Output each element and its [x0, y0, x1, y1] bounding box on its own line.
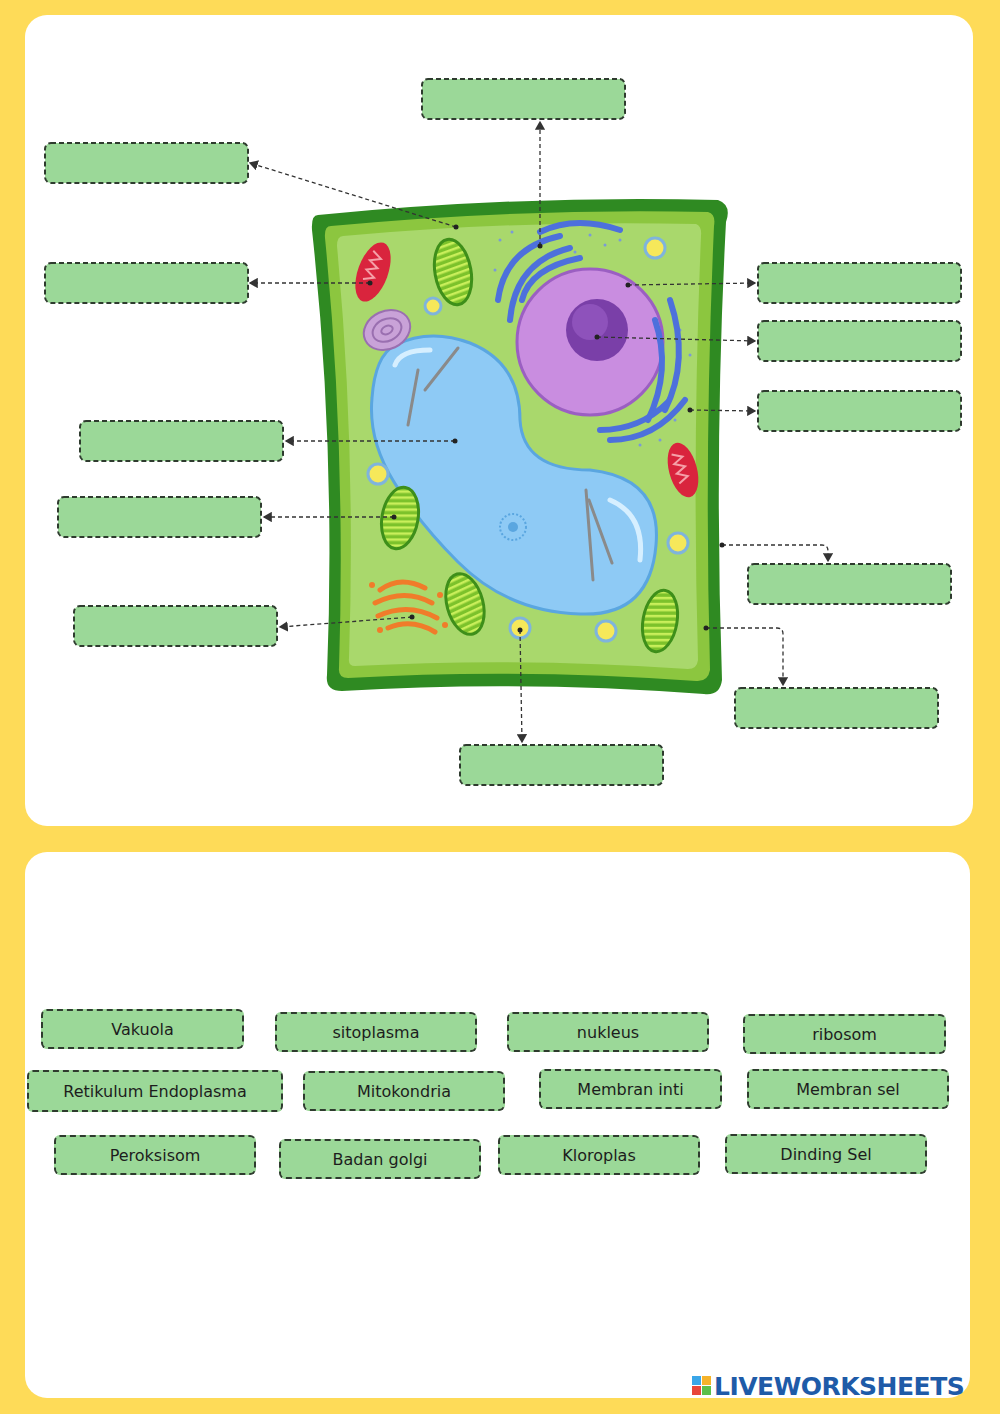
word-text: Peroksisom — [102, 1146, 209, 1165]
word-card: Dinding Sel — [725, 1134, 927, 1174]
word-text: Dinding Sel — [772, 1145, 879, 1164]
word-card: Membran inti — [539, 1069, 722, 1109]
word-text: Membran inti — [569, 1080, 691, 1099]
word-text: Badan golgi — [325, 1150, 436, 1169]
word-card: Badan golgi — [279, 1139, 481, 1179]
word-card: Retikulum Endoplasma — [27, 1070, 283, 1112]
word-card: ribosom — [743, 1014, 946, 1054]
word-text: Membran sel — [788, 1080, 908, 1099]
word-card: Vakuola — [41, 1009, 244, 1049]
word-text: ribosom — [804, 1025, 885, 1044]
word-text: Mitokondria — [349, 1082, 459, 1101]
word-text: Vakuola — [103, 1020, 181, 1039]
word-text: sitoplasma — [325, 1023, 428, 1042]
word-card: nukleus — [507, 1012, 709, 1052]
word-card: Kloroplas — [498, 1135, 700, 1175]
word-text: nukleus — [569, 1023, 647, 1042]
word-card: Membran sel — [747, 1069, 949, 1109]
word-card: sitoplasma — [275, 1012, 477, 1052]
word-card: Mitokondria — [303, 1071, 505, 1111]
word-text: Retikulum Endoplasma — [55, 1082, 254, 1101]
watermark: LIVEWORKSHEETS — [714, 1372, 964, 1401]
word-text: Kloroplas — [554, 1146, 643, 1165]
word-card: Peroksisom — [54, 1135, 256, 1175]
